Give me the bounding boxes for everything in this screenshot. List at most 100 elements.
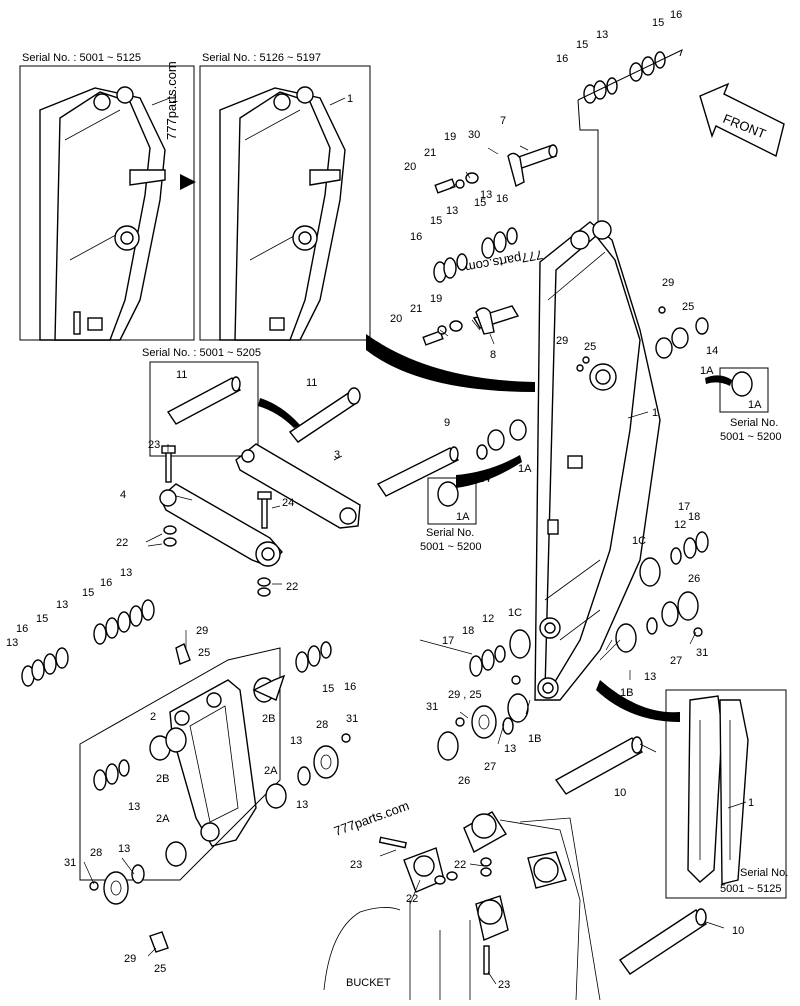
callout-31: 31 xyxy=(64,857,76,869)
inset-callout: 1 xyxy=(748,797,754,809)
callout-18: 18 xyxy=(462,625,474,637)
callout-15: 15 xyxy=(474,197,486,209)
callout-9: 9 xyxy=(444,417,450,429)
inset-line2: 5001 ~ 5125 xyxy=(720,883,781,895)
callout-13: 13 xyxy=(480,189,492,201)
callout-1-inset-a: 1 xyxy=(172,93,178,105)
callout-26: 26 xyxy=(458,775,470,787)
callout-1b: 1B xyxy=(620,687,633,699)
arm-assembly: 1 xyxy=(534,220,661,701)
inset-serial-5126-5197-top: Serial No. : 5126 ~ 5197 1 xyxy=(199,52,371,341)
watermark-vertical: 777parts.com xyxy=(164,61,179,140)
washer-stack-bracket-right xyxy=(295,641,332,673)
callout-25: 25 xyxy=(198,647,210,659)
callout-16: 16 xyxy=(100,577,112,589)
front-arrow: FRONT xyxy=(699,82,785,158)
callout-27: 27 xyxy=(670,655,682,667)
bracket-2 xyxy=(79,647,281,881)
callout-31: 31 xyxy=(696,647,708,659)
grease-fitting-lower-left xyxy=(149,931,169,953)
pointer-arrow-right xyxy=(705,375,732,386)
callout-16: 16 xyxy=(410,231,422,243)
bushing-2b-upper xyxy=(252,674,286,703)
inset-callout: 1A xyxy=(456,511,470,523)
callout-13: 13 xyxy=(128,801,140,813)
inset-bushing-right: 1A Serial No. 5001 ~ 5200 xyxy=(719,367,781,443)
callout-14: 14 xyxy=(478,473,490,485)
callout-19: 19 xyxy=(430,293,442,305)
callout-14: 14 xyxy=(706,345,718,357)
callout-1-arm: 1 xyxy=(652,407,658,419)
washer-stack-middle xyxy=(433,227,518,283)
inset-title: Serial No. : 5126 ~ 5197 xyxy=(202,52,321,64)
callout-8: 8 xyxy=(490,349,496,361)
callout-13: 13 xyxy=(596,29,608,41)
callout-23: 23 xyxy=(350,859,362,871)
callout-15: 15 xyxy=(82,587,94,599)
bushing-1c-upper xyxy=(639,531,709,587)
callout-1b: 1B xyxy=(528,733,541,745)
plate-27-lower xyxy=(471,705,497,739)
bucket-linkage xyxy=(323,811,601,1001)
nuts-22-left xyxy=(163,525,177,547)
callout-12: 12 xyxy=(482,613,494,625)
callout-17: 17 xyxy=(442,635,454,647)
callout-15: 15 xyxy=(36,613,48,625)
callout-2b: 2B xyxy=(156,773,169,785)
callout-15: 15 xyxy=(652,17,664,29)
washer-stack-left xyxy=(21,599,155,687)
callout-1a: 1A xyxy=(700,365,714,377)
callout-20: 20 xyxy=(390,313,402,325)
bushing-set-right xyxy=(655,317,709,359)
callout-29: 29 xyxy=(124,953,136,965)
bushing-2a-upper xyxy=(265,783,287,809)
inset-line2: 5001 ~ 5200 xyxy=(720,431,781,443)
callout-13: 13 xyxy=(296,799,308,811)
callout-1c: 1C xyxy=(632,535,646,547)
callout-13: 13 xyxy=(118,843,130,855)
callout-10: 10 xyxy=(614,787,626,799)
callout-16: 16 xyxy=(16,623,28,635)
callout-22: 22 xyxy=(116,537,128,549)
bushing-1c-lower xyxy=(469,629,531,677)
link-3 xyxy=(235,443,361,529)
callout-27: 27 xyxy=(484,761,496,773)
watermark-bucket: 777parts.com xyxy=(332,798,411,839)
callout-30: 30 xyxy=(468,129,480,141)
callout-19: 19 xyxy=(444,131,456,143)
callout-22: 22 xyxy=(406,893,418,905)
callout-1-inset-b: 1 xyxy=(347,93,353,105)
bushing-2b-lower xyxy=(149,727,187,761)
callout-2a: 2A xyxy=(156,813,170,825)
watermark-arm: 777parts.com xyxy=(464,247,544,275)
inset-line1: Serial No. xyxy=(740,867,788,879)
callout-3: 3 xyxy=(334,449,340,461)
callout-28: 28 xyxy=(316,719,328,731)
plate-27-right xyxy=(661,601,679,627)
pin-10-upper xyxy=(554,736,644,795)
callout-25: 25 xyxy=(584,341,596,353)
callout-13: 13 xyxy=(6,637,18,649)
callout-16: 16 xyxy=(344,681,356,693)
callout-13: 13 xyxy=(290,735,302,747)
bolt-washer-set-upper xyxy=(434,172,479,194)
callout-12: 12 xyxy=(674,519,686,531)
callout-11-inset: 11 xyxy=(176,369,187,381)
callout-15: 15 xyxy=(322,683,334,695)
nuts-22-mid xyxy=(257,577,271,597)
inset-serial-5001-5205-pins: Serial No. : 5001 ~ 5205 11 xyxy=(142,347,261,457)
callout-15: 15 xyxy=(430,215,442,227)
inset-serial-5001-5125-top: Serial No. : 5001 ~ 5125 1 xyxy=(19,52,195,341)
bushing-2a-lower xyxy=(165,841,187,867)
callout-29-25: 29 , 25 xyxy=(448,689,482,701)
callout-15: 15 xyxy=(576,39,588,51)
callout-21: 21 xyxy=(424,147,436,159)
callout-29: 29 xyxy=(196,625,208,637)
bushing-set-mid xyxy=(476,419,527,460)
callout-11-pin: 11 xyxy=(306,377,317,389)
callout-1a: 1A xyxy=(518,463,532,475)
callout-17: 17 xyxy=(678,501,690,513)
plate-28-upper xyxy=(297,745,339,786)
callout-16: 16 xyxy=(670,9,682,21)
